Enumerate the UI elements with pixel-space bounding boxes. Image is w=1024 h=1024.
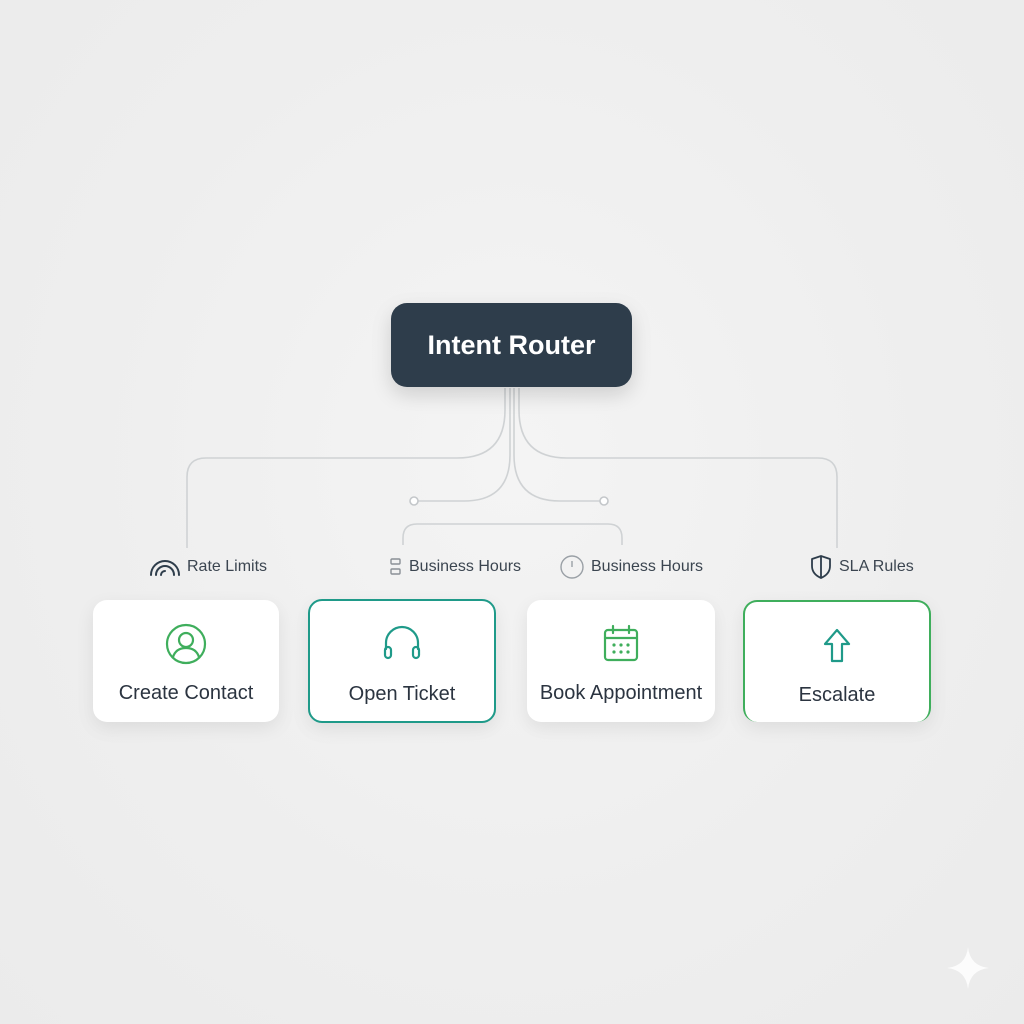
connector-node-left: [409, 496, 419, 506]
tag-label: Rate Limits: [187, 558, 268, 575]
intent-router-label: Intent Router: [427, 329, 596, 360]
card-open-ticket[interactable]: Open Ticket: [308, 599, 496, 723]
calendar-icon: [599, 622, 643, 666]
tag-sla-rules: SLA Rules: [809, 554, 914, 580]
card-label: Escalate: [798, 684, 876, 706]
connector-inner-left: [414, 388, 511, 502]
card-book-appointment[interactable]: Book Appointment: [527, 600, 715, 722]
card-label: Book Appointment: [539, 682, 703, 704]
connector-create-contact: [186, 388, 506, 548]
tag-rate-limits: Rate Limits: [149, 554, 267, 580]
tag-business-hours-1: Business Hours: [389, 554, 521, 580]
shield-icon: [811, 555, 831, 579]
tag-label: Business Hours: [409, 558, 522, 575]
connector-escalate: [518, 388, 838, 548]
tag-label: SLA Rules: [839, 558, 914, 575]
headset-icon: [380, 623, 424, 667]
intent-router-node[interactable]: Intent Router: [391, 303, 632, 387]
card-label: Create Contact: [118, 682, 254, 704]
card-create-contact[interactable]: Create Contact: [93, 600, 279, 722]
tag-label: Business Hours: [591, 558, 704, 575]
card-escalate[interactable]: Escalate: [743, 600, 931, 722]
tag-business-hours-2: Business Hours: [559, 554, 703, 580]
card-label: Open Ticket: [348, 683, 456, 705]
gauge-icon: [150, 560, 180, 576]
connector-inner-right: [513, 388, 604, 502]
arrow-up-icon: [815, 624, 859, 668]
connector-node-right: [599, 496, 609, 506]
user-circle-icon: [164, 622, 208, 666]
connector-hours-bracket: [402, 523, 623, 545]
split-icon: [390, 558, 401, 575]
clock-icon: [560, 555, 584, 579]
sparkle-icon: [947, 947, 989, 989]
